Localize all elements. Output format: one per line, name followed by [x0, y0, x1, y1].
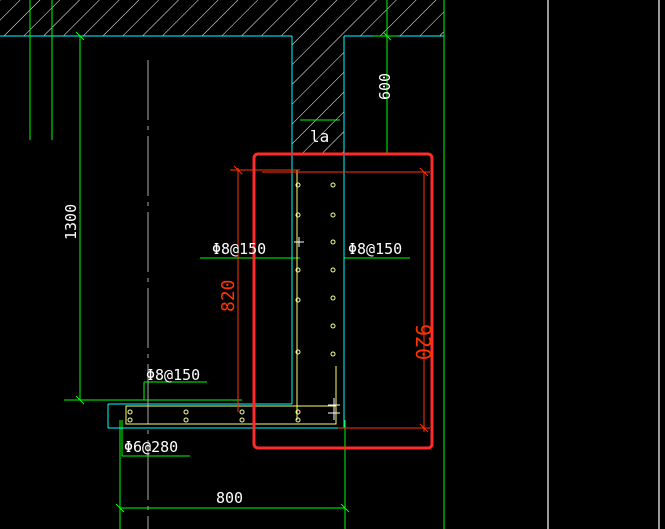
rebar-left-label: Φ8@150: [212, 240, 266, 258]
rebar-bottom-label: Φ8@150: [146, 366, 200, 384]
dim-820-label: 820: [218, 279, 239, 312]
dim-600-label: 600: [376, 73, 394, 100]
dim-920-label: 920: [411, 324, 435, 360]
crosshair-marks: [294, 237, 340, 420]
orange-dimensions: [230, 165, 430, 433]
la-label: la: [310, 127, 329, 146]
concrete-outline: [107, 154, 345, 429]
dim-ticks: [75, 31, 392, 513]
rebar-lines: [125, 170, 337, 425]
rebar-right-label: Φ8@150: [348, 240, 402, 258]
rebar-dist-label: Φ6@280: [124, 438, 178, 456]
frame-lines: [547, 0, 660, 529]
rebar-dots: [127, 182, 336, 423]
highlight-box[interactable]: [252, 152, 434, 450]
dim-1300-label: 1300: [62, 204, 80, 240]
dim-800-label: 800: [216, 489, 243, 507]
slab-hatch: [0, 0, 444, 154]
green-guides: [29, 0, 445, 529]
